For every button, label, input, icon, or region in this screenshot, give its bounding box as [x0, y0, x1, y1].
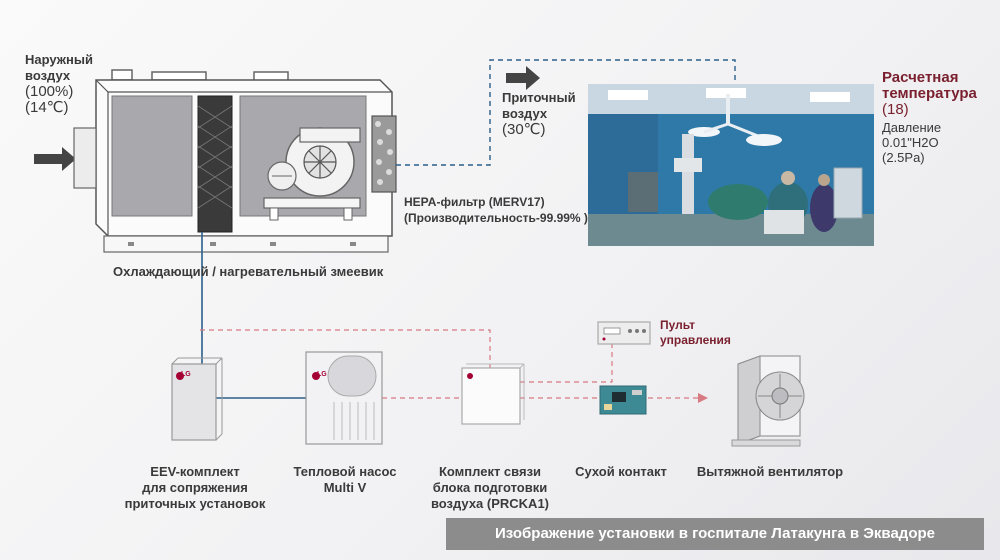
pressure-line3: (2.5Pa): [882, 150, 925, 165]
eev-kit-device: [171, 357, 223, 441]
signal-line-remote: [520, 344, 613, 383]
comm-kit-caption-line1: Комплект связи: [438, 464, 542, 479]
outdoor-air-line1: Наружный: [25, 52, 93, 67]
heat-pump-caption-line2: Multi V: [323, 480, 367, 495]
coil-label: Охлаждающий / нагревательный змеевик: [113, 264, 384, 279]
supply-air-line2: воздух: [502, 106, 548, 121]
outdoor-air-line3: (100%): [25, 83, 74, 100]
outdoor-air-line2: воздух: [25, 68, 71, 83]
outdoor-air-line4: (14℃): [25, 99, 69, 116]
dry-contact-caption: Сухой контакт: [575, 464, 667, 479]
pressure-label: Давление 0.01"H2O (2.5Pa): [882, 120, 941, 165]
remote-line1: Пульт: [660, 318, 695, 332]
comm-kit-caption-line2: блока подготовки: [432, 480, 548, 495]
eev-caption: EEV-комплект для сопряжения приточных ус…: [110, 464, 280, 512]
design-temp-label: Расчетная температура (18): [882, 70, 977, 118]
supply-duct-line: [396, 59, 736, 166]
comm-kit-caption-line3: воздуха (PRCKA1): [430, 496, 550, 511]
heat-pump-device: [305, 351, 383, 445]
heat-pump-caption-line1: Тепловой насос: [293, 464, 397, 479]
signal-arrow-fan: [698, 393, 708, 403]
hepa-filter-line1: HEPA-фильтр (MERV17): [404, 195, 545, 209]
eev-caption-line2: для сопряжения: [142, 480, 248, 495]
supply-air-label: Приточный воздух (30℃): [502, 90, 576, 138]
outdoor-air-label: Наружный воздух (100%) (14℃): [25, 52, 93, 116]
caption-banner: Изображение установки в госпитале Латаку…: [446, 518, 984, 550]
dry-contact-device: [599, 385, 647, 415]
heatpump-lg-logo: LG: [317, 371, 327, 378]
comm-kit-caption: Комплект связи блока подготовки воздуха …: [420, 464, 560, 512]
air-handling-unit: [73, 69, 397, 253]
pressure-line1: Давление: [882, 120, 942, 135]
comm-kit-device: [461, 363, 525, 425]
remote-controller-device: [597, 321, 651, 345]
design-temp-line2: температура: [882, 85, 977, 102]
hepa-filter-label: HEPA-фильтр (MERV17) (Производительность…: [404, 194, 588, 226]
pressure-line2: 0.01"H2O: [882, 135, 939, 150]
signal-line-top: [200, 329, 491, 372]
remote-line2: управления: [660, 333, 731, 347]
supply-air-arrow: [506, 66, 540, 90]
operating-room-photo: [588, 84, 874, 246]
design-temp-line3: (18): [882, 101, 909, 118]
design-temp-line1: Расчетная: [882, 69, 959, 86]
exhaust-fan-device: [731, 355, 805, 447]
supply-air-line1: Приточный: [502, 90, 576, 105]
eev-caption-line3: приточных установок: [124, 496, 266, 511]
hepa-filter-line2: (Производительность-99.99% ): [404, 211, 588, 225]
outdoor-air-arrow: [34, 147, 76, 171]
supply-air-line3: (30℃): [502, 121, 546, 138]
heat-pump-caption: Тепловой насос Multi V: [280, 464, 410, 496]
remote-label: Пульт управления: [660, 318, 731, 348]
exhaust-fan-caption: Вытяжной вентилятор: [696, 464, 844, 479]
refrigerant-pipe: [180, 232, 203, 373]
eev-lg-logo: LG: [181, 371, 191, 378]
eev-caption-line1: EEV-комплект: [150, 464, 240, 479]
